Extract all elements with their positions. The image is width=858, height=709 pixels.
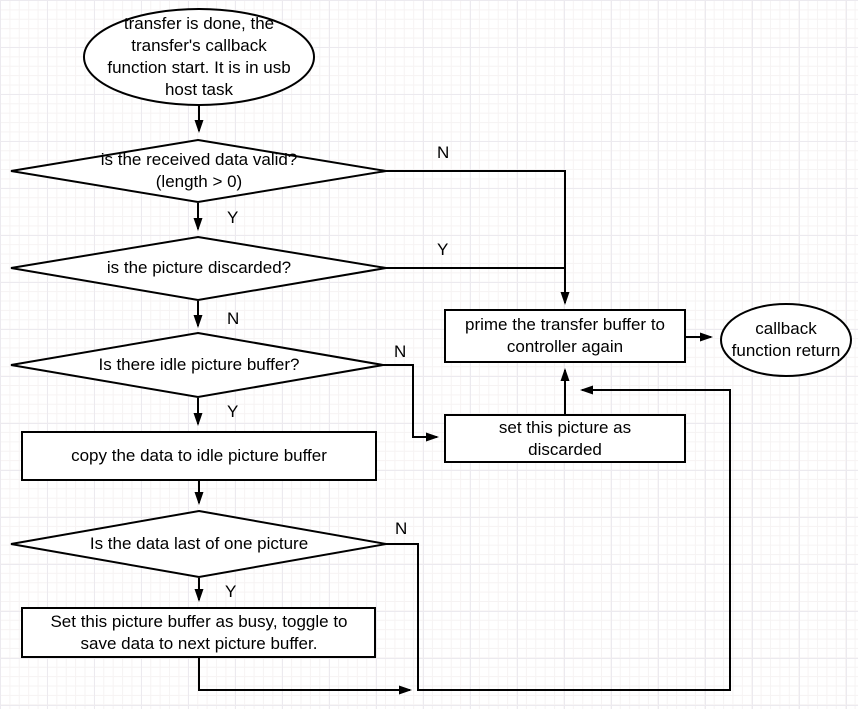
process-set-buffer-busy-rect: [21, 607, 376, 658]
edge-idle-buffer-no-to-discard: [383, 364, 439, 442]
process-set-picture-discarded-rect: [444, 414, 686, 463]
decision-data-valid-diamond: [10, 138, 387, 204]
edge-data-valid-no-to-prime: [386, 170, 570, 305]
callback-return-ellipse: [720, 303, 852, 377]
decision-last-of-picture-diamond: [10, 509, 387, 579]
process-copy-data-rect: [21, 431, 377, 481]
decision-picture-discarded-diamond: [10, 235, 387, 302]
start-ellipse: [83, 8, 315, 106]
decision-idle-buffer-diamond: [10, 331, 384, 399]
process-prime-transfer-rect: [444, 309, 686, 363]
edge-last-of-picture-no-return-loop: [386, 385, 731, 691]
edge-set-busy-out: [198, 658, 412, 695]
